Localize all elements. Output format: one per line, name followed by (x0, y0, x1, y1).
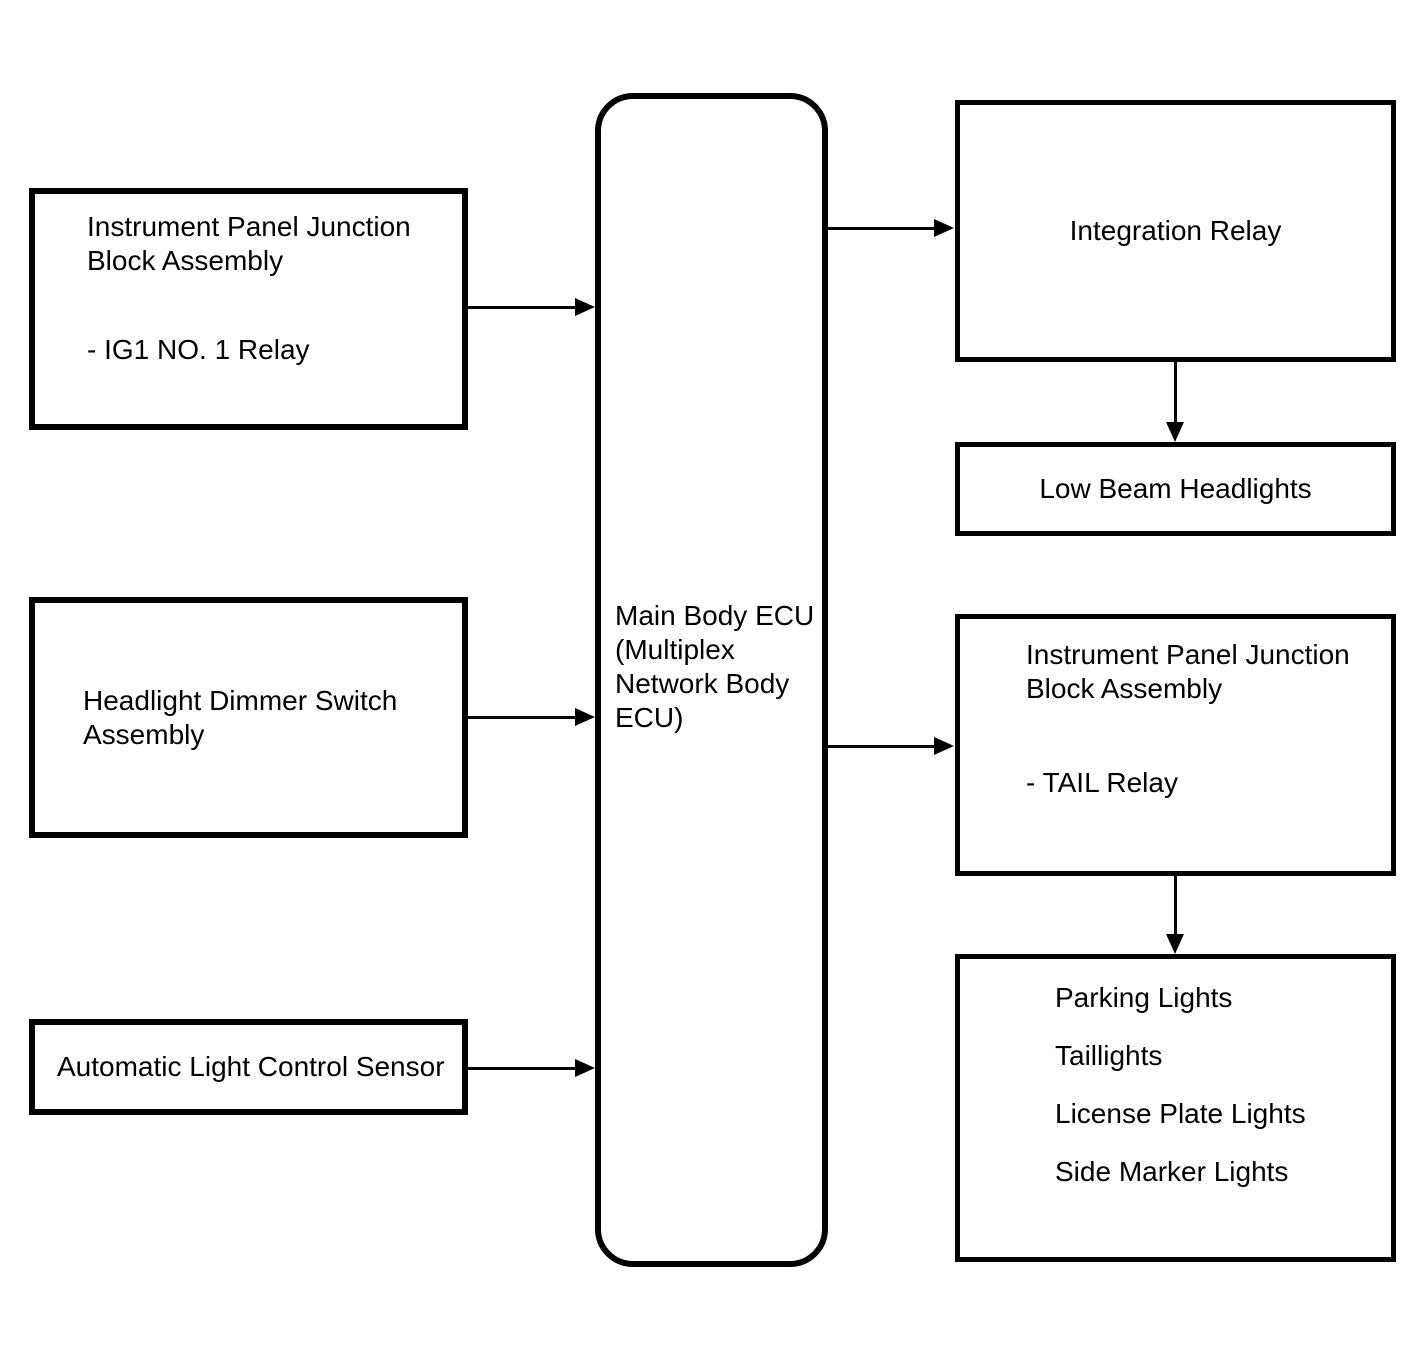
node-headlight-dimmer-switch: Headlight Dimmer Switch Assembly (29, 597, 468, 838)
arrow-ecu-to-integration-relay-head-icon (934, 219, 954, 237)
node-main-body-ecu: Main Body ECU (Multiplex Network Body EC… (595, 93, 828, 1267)
ecu-label-line: (Multiplex (615, 634, 735, 665)
arrow-light-sensor-to-ecu-line (468, 1067, 575, 1070)
arrow-dimmer-switch-to-ecu-head-icon (575, 708, 595, 726)
arrow-ecu-to-ipjb-tail-line (828, 745, 934, 748)
node-tail-lights-group: Parking Lights Taillights License Plate … (955, 954, 1396, 1262)
node-title: Automatic Light Control Sensor (57, 1051, 445, 1082)
list-item: Side Marker Lights (1055, 1156, 1289, 1187)
node-title: Main Body ECU (Multiplex Network Body EC… (615, 599, 814, 735)
ecu-label-line: ECU) (615, 702, 684, 733)
arrow-ipjb-tail-to-lights-line (1174, 876, 1177, 934)
node-instrument-panel-junction-block-tail: Instrument Panel Junction Block Assembly… (955, 614, 1396, 876)
node-title: Instrument Panel Junction Block Assembly (87, 211, 411, 276)
arrow-light-sensor-to-ecu-head-icon (575, 1059, 595, 1077)
ecu-label-line: Network Body (615, 668, 790, 699)
ecu-label-line: Main Body ECU (615, 600, 815, 631)
arrow-ipjb-tail-to-lights-head-icon (1166, 934, 1184, 954)
node-title: Instrument Panel Junction Block Assembly (1026, 639, 1350, 704)
node-automatic-light-control-sensor: Automatic Light Control Sensor (29, 1019, 468, 1115)
list-item: Parking Lights (1055, 982, 1233, 1013)
node-instrument-panel-junction-block-ig1: Instrument Panel Junction Block Assembly… (29, 188, 468, 430)
node-title: Low Beam Headlights (1039, 473, 1312, 504)
node-subitem-ig1-relay: - IG1 NO. 1 Relay (87, 334, 310, 365)
node-subitem-tail-relay: - TAIL Relay (1026, 767, 1178, 798)
node-title: Headlight Dimmer Switch Assembly (83, 684, 398, 750)
list-item: License Plate Lights (1055, 1098, 1306, 1129)
arrow-ecu-to-integration-relay-line (828, 227, 934, 230)
arrow-ipjb-ig1-to-ecu-head-icon (575, 298, 595, 316)
node-title: Integration Relay (1069, 215, 1282, 246)
arrow-ecu-to-ipjb-tail-head-icon (934, 737, 954, 755)
arrow-integration-relay-to-low-beam-head-icon (1166, 422, 1184, 442)
arrow-ipjb-ig1-to-ecu-line (468, 306, 575, 309)
list-item: Taillights (1055, 1040, 1163, 1071)
node-low-beam-headlights: Low Beam Headlights (955, 442, 1396, 536)
arrow-dimmer-switch-to-ecu-line (468, 716, 575, 719)
node-integration-relay: Integration Relay (955, 100, 1396, 362)
arrow-integration-relay-to-low-beam-line (1174, 362, 1177, 422)
